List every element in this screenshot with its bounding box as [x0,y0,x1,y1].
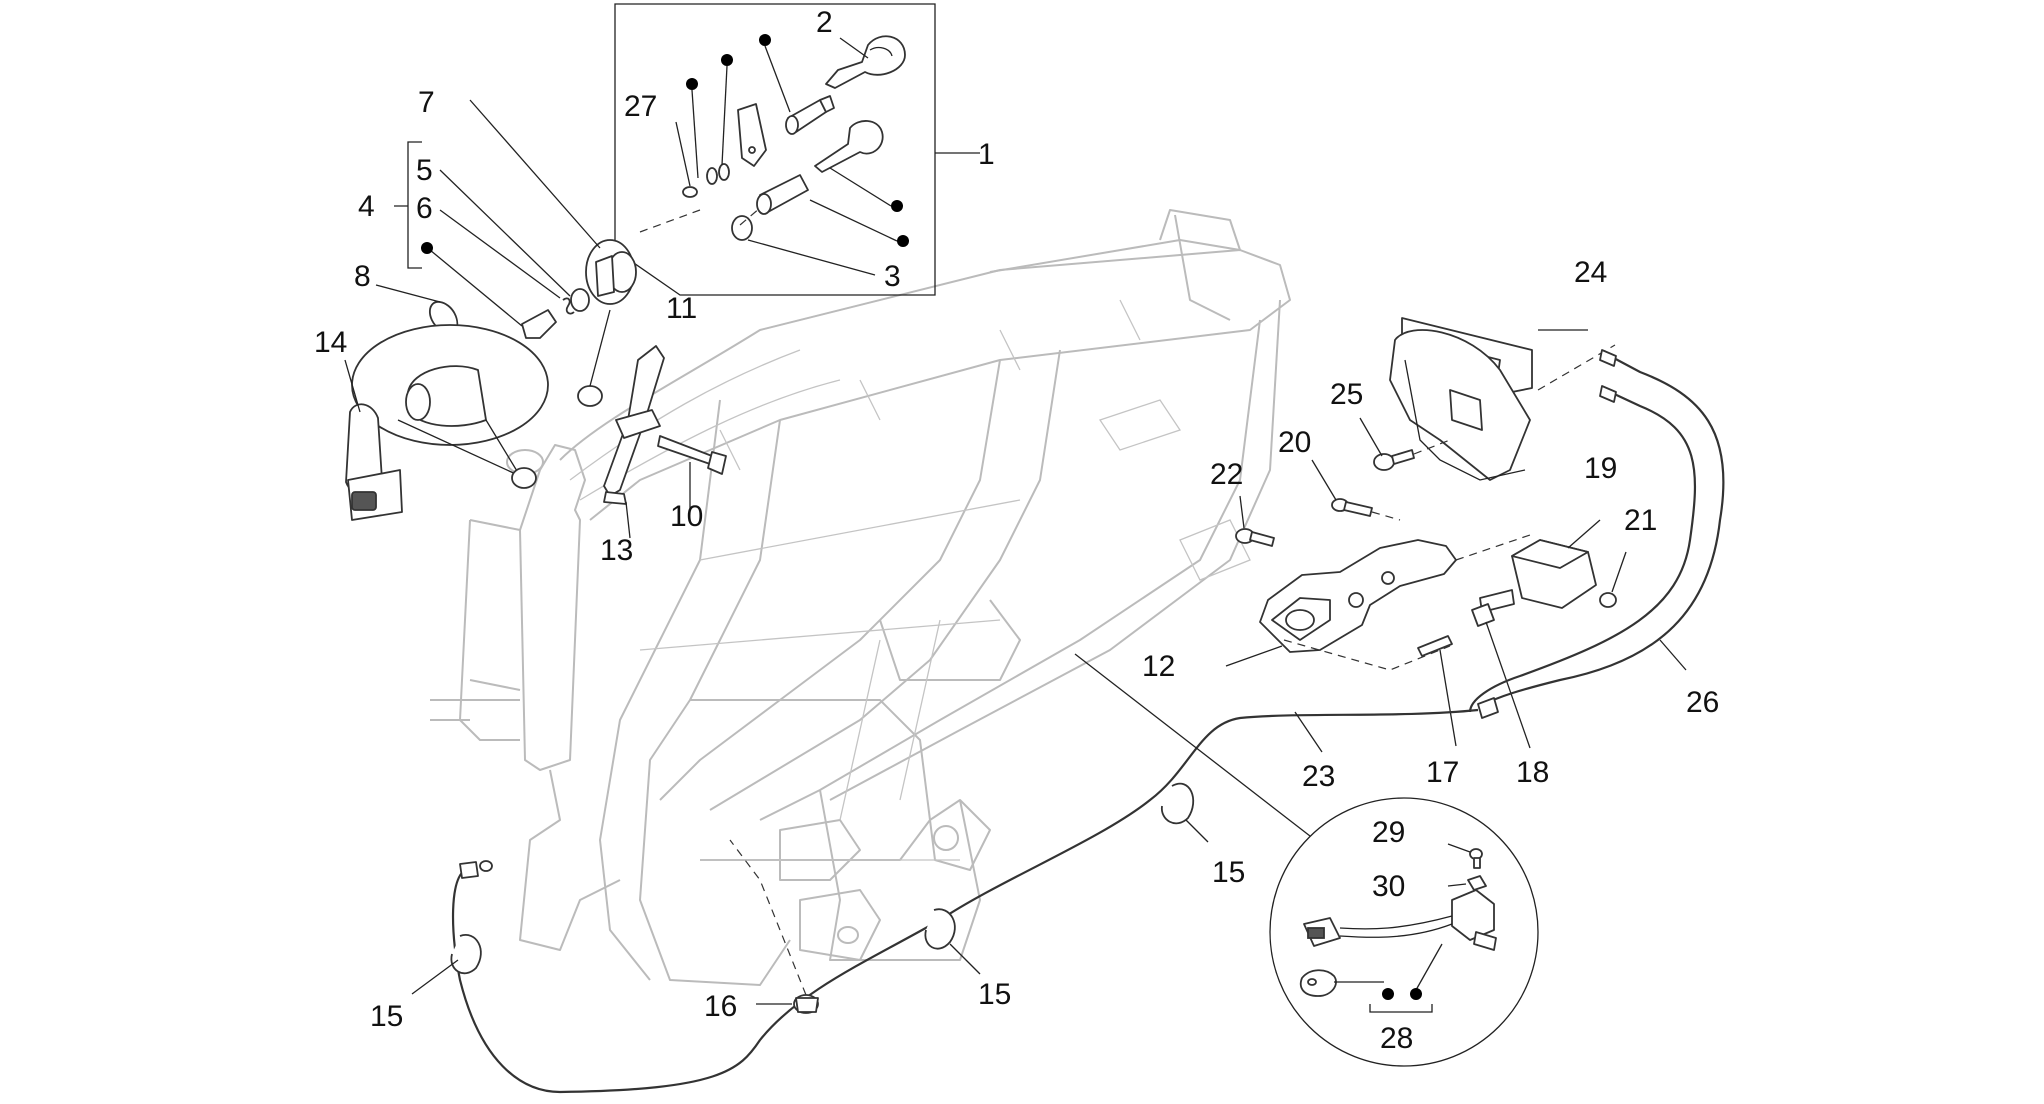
cable-tie-part [924,908,981,975]
callout-8: 8 [354,260,371,293]
callout-11: 11 [666,292,697,325]
callout-10: 10 [670,500,703,533]
callout-4: 4 [358,190,375,223]
cable-tie-part [411,934,482,995]
callout-22: 22 [1210,458,1243,491]
callout-1: 1 [978,138,995,171]
callout-29: 29 [1372,816,1405,849]
callout-18: 18 [1516,756,1549,789]
bullet-dot [686,78,698,90]
callout-15-middle: 15 [978,978,1011,1011]
callout-30: 30 [1372,870,1405,903]
callout-15-right: 15 [1212,856,1245,889]
callout-14: 14 [314,326,347,359]
callout-24: 24 [1574,256,1607,289]
support-bracket-part [577,309,727,539]
callout-3: 3 [884,260,901,293]
spring-part [562,297,575,315]
lock-body-part [345,324,549,521]
screw-part [1359,417,1451,471]
callout-27: 27 [624,90,657,123]
callout-12: 12 [1142,650,1175,683]
bullet-dot [759,34,771,46]
washer-part [570,288,590,312]
washer-nut-part [682,163,730,198]
bolt-part [1311,459,1401,521]
callout-21: 21 [1624,504,1657,537]
cylinder-lower-part [756,174,809,215]
callout-7: 7 [418,86,435,119]
spare-key-part [814,120,884,173]
ignition-key-part [825,35,906,89]
lock-plate-part [737,103,767,167]
cable-23 [451,708,1479,1094]
detail-inset [1074,653,1539,1067]
screw-22-part [1235,495,1275,547]
callout-5: 5 [416,154,433,187]
callout-19: 19 [1584,452,1617,485]
callout-23: 23 [1302,760,1335,793]
clamp-part [729,839,819,1014]
small-bracket-part [521,309,557,339]
callout-labels: 1 2 3 4 5 6 7 8 10 11 12 13 14 15 15 15 … [314,6,1719,1055]
bullet-dot [1410,988,1422,1000]
callout-17: 17 [1426,756,1459,789]
callout-25: 25 [1330,378,1363,411]
callout-16: 16 [704,990,737,1023]
callout-13: 13 [600,534,633,567]
bullet-dot [421,242,433,254]
bullet-dot [1382,988,1394,1000]
cable-fitting-part [1471,603,1531,749]
callout-20: 20 [1278,426,1311,459]
saddle-hinge-part [1389,317,1616,481]
callout-6: 6 [416,192,433,225]
cable-tie-part [1161,782,1209,843]
bullet-dot [891,200,903,212]
lock-actuator-part [1479,519,1601,613]
bracket-4-lines [394,141,422,269]
lock-cylinder-part [785,95,835,135]
cable-26 [1468,349,1725,719]
pin-part [1417,635,1457,747]
bullet-dot [897,235,909,247]
lock-set-group [614,3,980,296]
callout-2: 2 [816,6,833,39]
nut-part [1599,551,1627,608]
lock-cup-part [585,239,637,305]
bullet-dot [721,54,733,66]
callout-26: 26 [1686,686,1719,719]
callout-28: 28 [1380,1022,1413,1055]
scooter-frame [430,209,1291,986]
callout-15-left: 15 [370,1000,403,1033]
o-ring-part [731,215,753,241]
saddle-latch-part [1225,534,1531,667]
